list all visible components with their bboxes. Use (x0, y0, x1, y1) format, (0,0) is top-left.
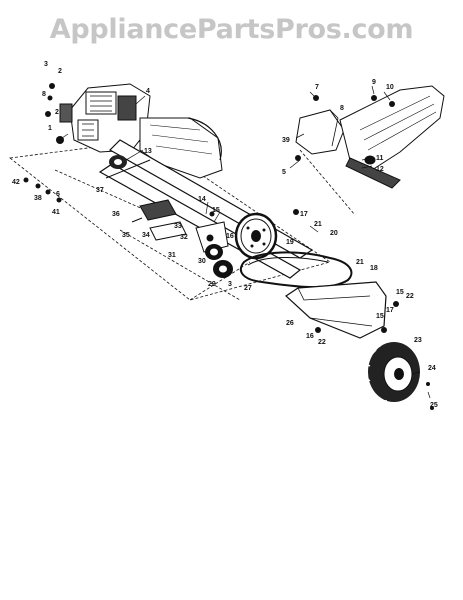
callout-2: 2 (58, 68, 62, 75)
wheel-assembly (365, 342, 420, 404)
callout-14: 14 (198, 196, 206, 203)
callout-1: 1 (48, 125, 52, 132)
callout-4: 4 (146, 88, 150, 95)
idler-bracket (195, 221, 229, 253)
callout-19: 19 (286, 239, 294, 246)
callout-34: 34 (142, 232, 150, 239)
callout-31: 31 (168, 252, 176, 259)
callout-3: 3 (44, 61, 48, 68)
callout-6: 6 (56, 191, 60, 198)
callout-24: 24 (428, 365, 436, 372)
idler-pulleys (205, 244, 233, 278)
base-plate-parts (131, 199, 187, 241)
callout-22: 22 (318, 339, 326, 346)
callout-7: 7 (315, 84, 319, 91)
callout-13: 13 (144, 148, 152, 155)
callout-2: 2 (55, 109, 59, 116)
callout-38: 38 (34, 195, 42, 202)
callout-30: 30 (198, 258, 206, 265)
callout-27: 27 (244, 285, 252, 292)
engine-pulley (109, 155, 127, 169)
callout-26: 26 (286, 320, 294, 327)
callout-11: 11 (376, 155, 384, 162)
callout-16: 16 (306, 333, 314, 340)
callout-20: 20 (330, 230, 338, 237)
drive-belt (239, 251, 353, 289)
callout-9: 9 (372, 79, 376, 86)
callout-22: 22 (406, 293, 414, 300)
watermark-text: AppliancePartsPros.com (49, 14, 414, 45)
dashed-assembly-outline (9, 139, 356, 301)
callout-42: 42 (12, 179, 20, 186)
callout-10: 10 (386, 84, 394, 91)
callout-17: 17 (386, 307, 394, 314)
callout-41: 41 (52, 209, 60, 216)
callout-32: 32 (180, 234, 188, 241)
callout-35: 35 (122, 232, 130, 239)
callout-39: 39 (282, 137, 290, 144)
callout-18: 18 (370, 265, 378, 272)
callout-8: 8 (340, 105, 344, 112)
large-drive-pulley (234, 212, 278, 260)
callout-5: 5 (282, 169, 286, 176)
callout-8: 8 (42, 91, 46, 98)
fastener-hardware (23, 83, 434, 410)
callout-15: 15 (396, 289, 404, 296)
engine-assembly (59, 83, 151, 153)
belt-guard (285, 281, 387, 339)
callout-3: 3 (228, 281, 232, 288)
callout-15: 15 (376, 313, 384, 320)
callout-16: 16 (226, 233, 234, 240)
callout-37: 37 (96, 187, 104, 194)
callout-29: 29 (208, 281, 216, 288)
callout-12: 12 (376, 166, 384, 173)
callout-leaders (61, 85, 431, 399)
callout-25: 25 (430, 402, 438, 409)
callout-15: 15 (212, 207, 220, 214)
callout-labels: 3 2 8 2 4 1 13 37 42 38 6 41 36 35 34 33… (12, 61, 438, 409)
callout-33: 33 (174, 223, 182, 230)
tine-shield-assembly (295, 85, 445, 189)
callout-17: 17 (300, 211, 308, 218)
callout-36: 36 (112, 211, 120, 218)
callout-21: 21 (314, 221, 322, 228)
callout-21: 21 (356, 259, 364, 266)
callout-23: 23 (414, 337, 422, 344)
